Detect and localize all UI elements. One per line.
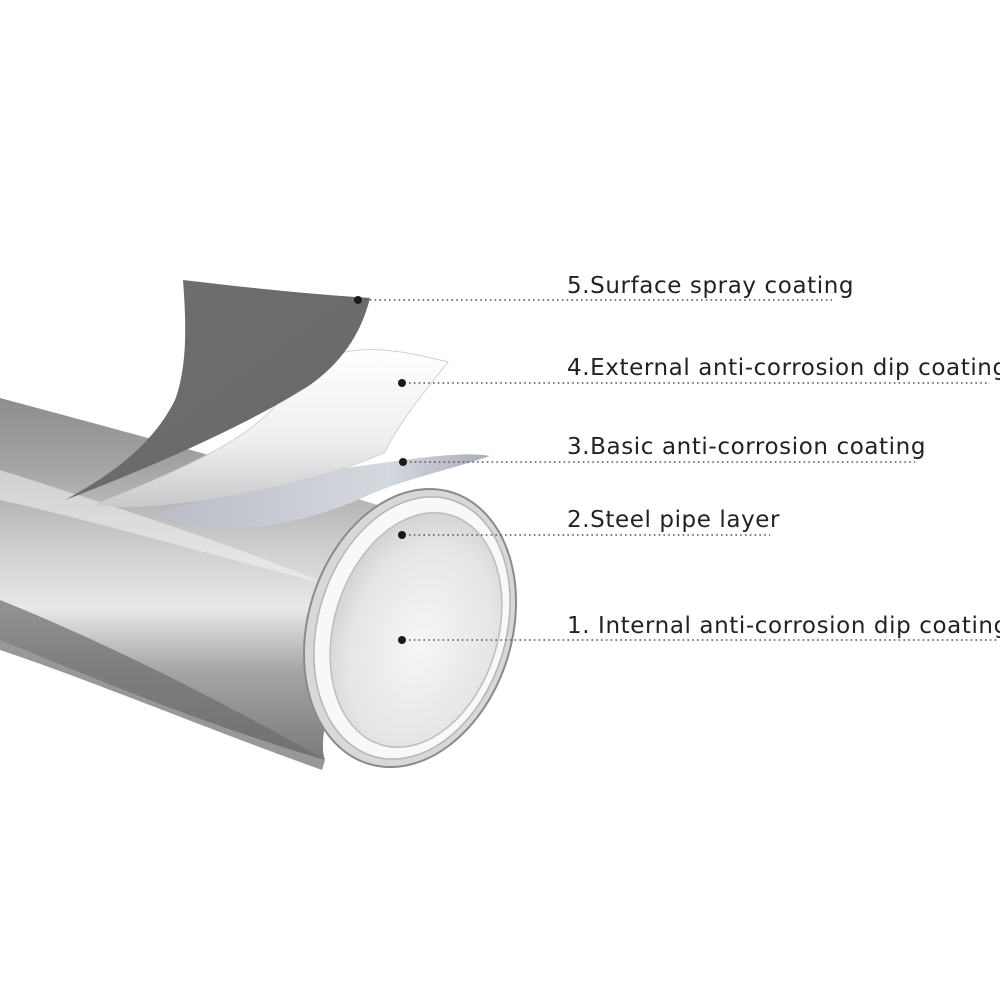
marker-dot bbox=[399, 458, 407, 466]
label-basic-anti-corrosion-coating: 3.Basic anti-corrosion coating bbox=[567, 434, 926, 460]
label-steel-pipe-layer: 2.Steel pipe layer bbox=[567, 507, 780, 533]
marker-dot bbox=[398, 379, 406, 387]
leader-layer-5 bbox=[354, 296, 832, 304]
label-surface-spray-coating: 5.Surface spray coating bbox=[567, 273, 854, 299]
label-external-anti-corrosion-dip-coating: 4.External anti-corrosion dip coating bbox=[567, 355, 1000, 381]
external-coating-sheet bbox=[93, 349, 449, 507]
leader-layer-2 bbox=[398, 531, 770, 539]
marker-dot bbox=[398, 531, 406, 539]
pipe-bottom-shadow bbox=[0, 600, 325, 770]
label-internal-anti-corrosion-dip-coating: 1. Internal anti-corrosion dip coating bbox=[567, 613, 1000, 639]
leader-layer-3 bbox=[399, 458, 915, 466]
marker-dot bbox=[398, 636, 406, 644]
surface-spray-sheet bbox=[65, 280, 370, 500]
marker-dot bbox=[354, 296, 362, 304]
basic-coating-sheet bbox=[150, 454, 490, 529]
pipe-highlight bbox=[0, 470, 330, 585]
internal-coating-bore bbox=[329, 512, 503, 748]
leader-layer-1 bbox=[398, 636, 998, 644]
leader-layer-4 bbox=[398, 379, 990, 387]
